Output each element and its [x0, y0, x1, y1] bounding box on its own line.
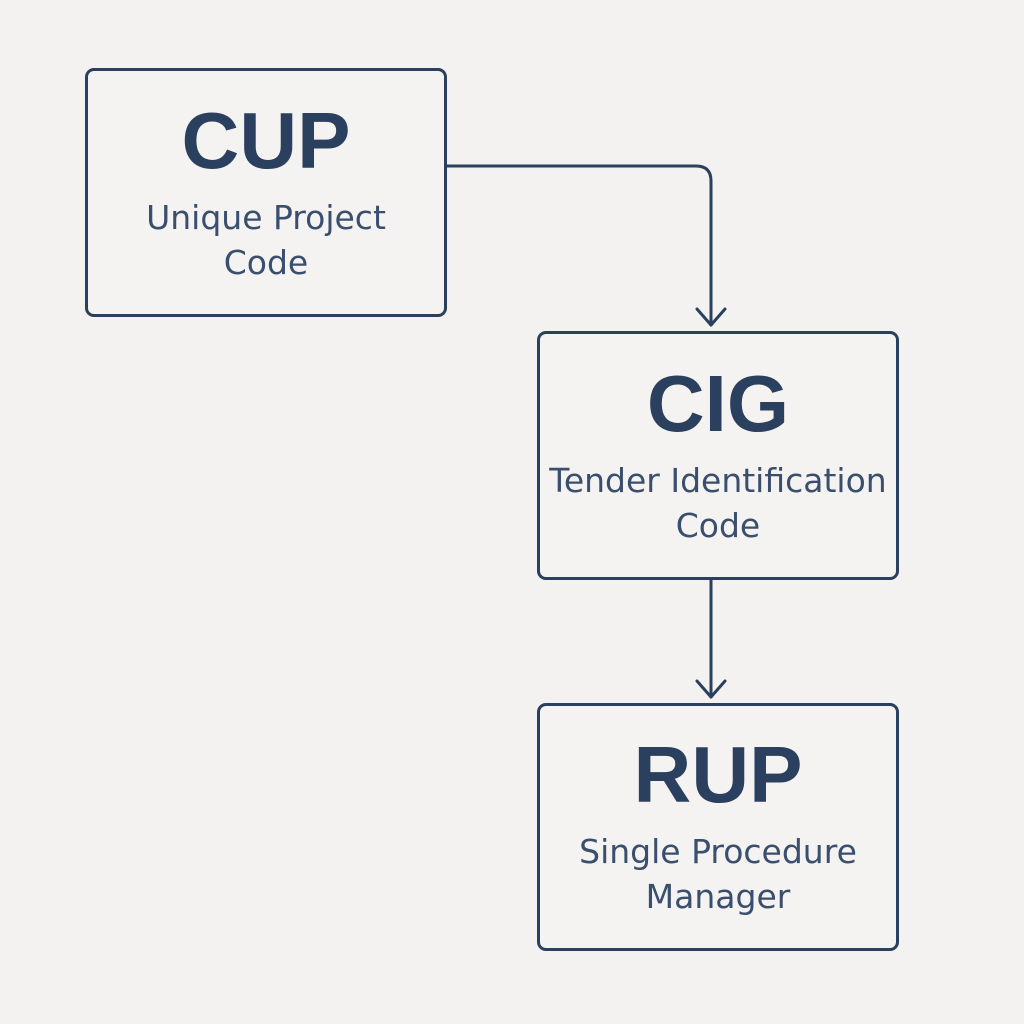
- node-cup: CUP Unique Project Code: [85, 68, 447, 317]
- node-description: Single Procedure Manager: [579, 832, 857, 916]
- node-description: Tender Identification Code: [549, 460, 887, 545]
- edge-cup-to-cig: [445, 164, 713, 327]
- node-acronym: RUP: [633, 730, 803, 819]
- node-acronym: CUP: [181, 95, 351, 185]
- arrowhead-rup: [695, 679, 727, 699]
- node-description: Unique Project Code: [146, 197, 386, 282]
- arrowhead-cig: [695, 307, 727, 327]
- node-rup: RUP Single Procedure Manager: [537, 703, 899, 951]
- node-cig: CIG Tender Identification Code: [537, 331, 899, 580]
- node-acronym: CIG: [646, 358, 790, 448]
